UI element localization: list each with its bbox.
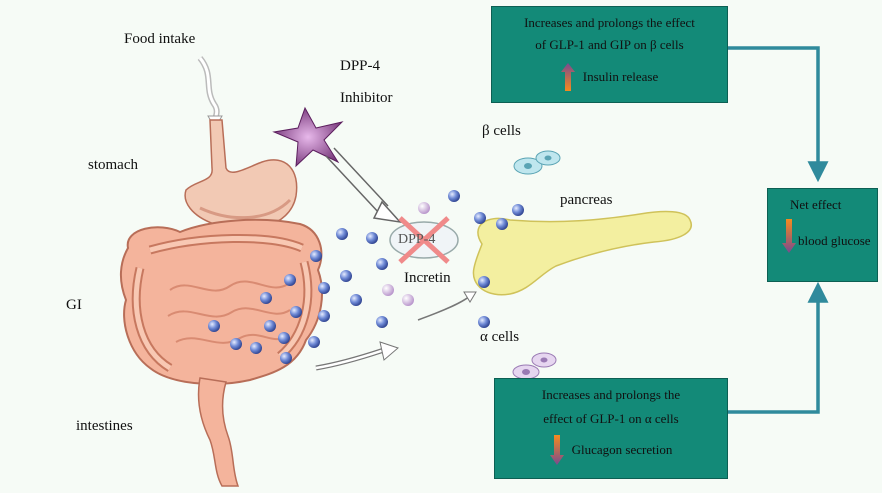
glucagon-secretion-label: Glucagon secretion bbox=[571, 442, 673, 457]
alpha-cells-illustration bbox=[512, 352, 557, 380]
alpha-cell-effect-box: Increases and prolongs the effect of GLP… bbox=[494, 378, 728, 479]
incretin-release-arrow bbox=[417, 291, 477, 321]
net-effect-box: Net effect blood glucose bbox=[767, 188, 878, 282]
dpp4-enzyme bbox=[389, 216, 459, 264]
blood-glucose-label: blood glucose bbox=[798, 233, 871, 248]
beta-box-line1: Increases and prolongs the effect bbox=[524, 15, 695, 30]
inhibitor-arrow bbox=[325, 147, 402, 224]
stomach-label: stomach bbox=[88, 157, 138, 173]
stomach-illustration bbox=[184, 119, 298, 231]
beta-cells-illustration bbox=[513, 150, 561, 175]
dpp4-enzyme-label: DPP-4 bbox=[398, 232, 436, 247]
arrow-down-icon bbox=[782, 219, 796, 253]
intestines-illustration bbox=[120, 218, 323, 487]
arrow-up-icon bbox=[560, 63, 575, 91]
pancreas-illustration bbox=[472, 210, 692, 296]
intestines-label: intestines bbox=[76, 418, 133, 434]
gi-label: GI bbox=[66, 297, 82, 313]
incretin-molecules bbox=[208, 190, 524, 364]
beta-cell-effect-box: Increases and prolongs the effect of GLP… bbox=[491, 6, 728, 103]
beta-box-line2: of GLP-1 and GIP on β cells bbox=[535, 37, 684, 52]
connector-top-to-net bbox=[728, 46, 829, 183]
dpp4-inhibitor-label-line1: DPP-4 bbox=[340, 58, 381, 74]
food-intake-label: Food intake bbox=[124, 31, 196, 47]
alpha-cells-label: α cells bbox=[480, 329, 520, 345]
alpha-box-line1: Increases and prolongs the bbox=[541, 387, 681, 402]
alpha-box-line2: effect of GLP-1 on α cells bbox=[543, 411, 679, 426]
incretin-label: Incretin bbox=[404, 270, 451, 286]
insulin-release-label: Insulin release bbox=[582, 69, 659, 84]
arrow-down-icon bbox=[549, 435, 564, 465]
pancreas-label: pancreas bbox=[560, 192, 613, 208]
connector-bottom-to-net bbox=[728, 281, 829, 414]
dpp4-inhibitor-label-line2: Inhibitor bbox=[340, 90, 393, 106]
beta-cells-label: β cells bbox=[482, 123, 521, 139]
food-intake-arrow bbox=[197, 56, 223, 129]
gut-release-arrow bbox=[315, 341, 399, 371]
inhibitor-star-icon bbox=[272, 106, 344, 168]
net-effect-title: Net effect bbox=[790, 197, 842, 212]
